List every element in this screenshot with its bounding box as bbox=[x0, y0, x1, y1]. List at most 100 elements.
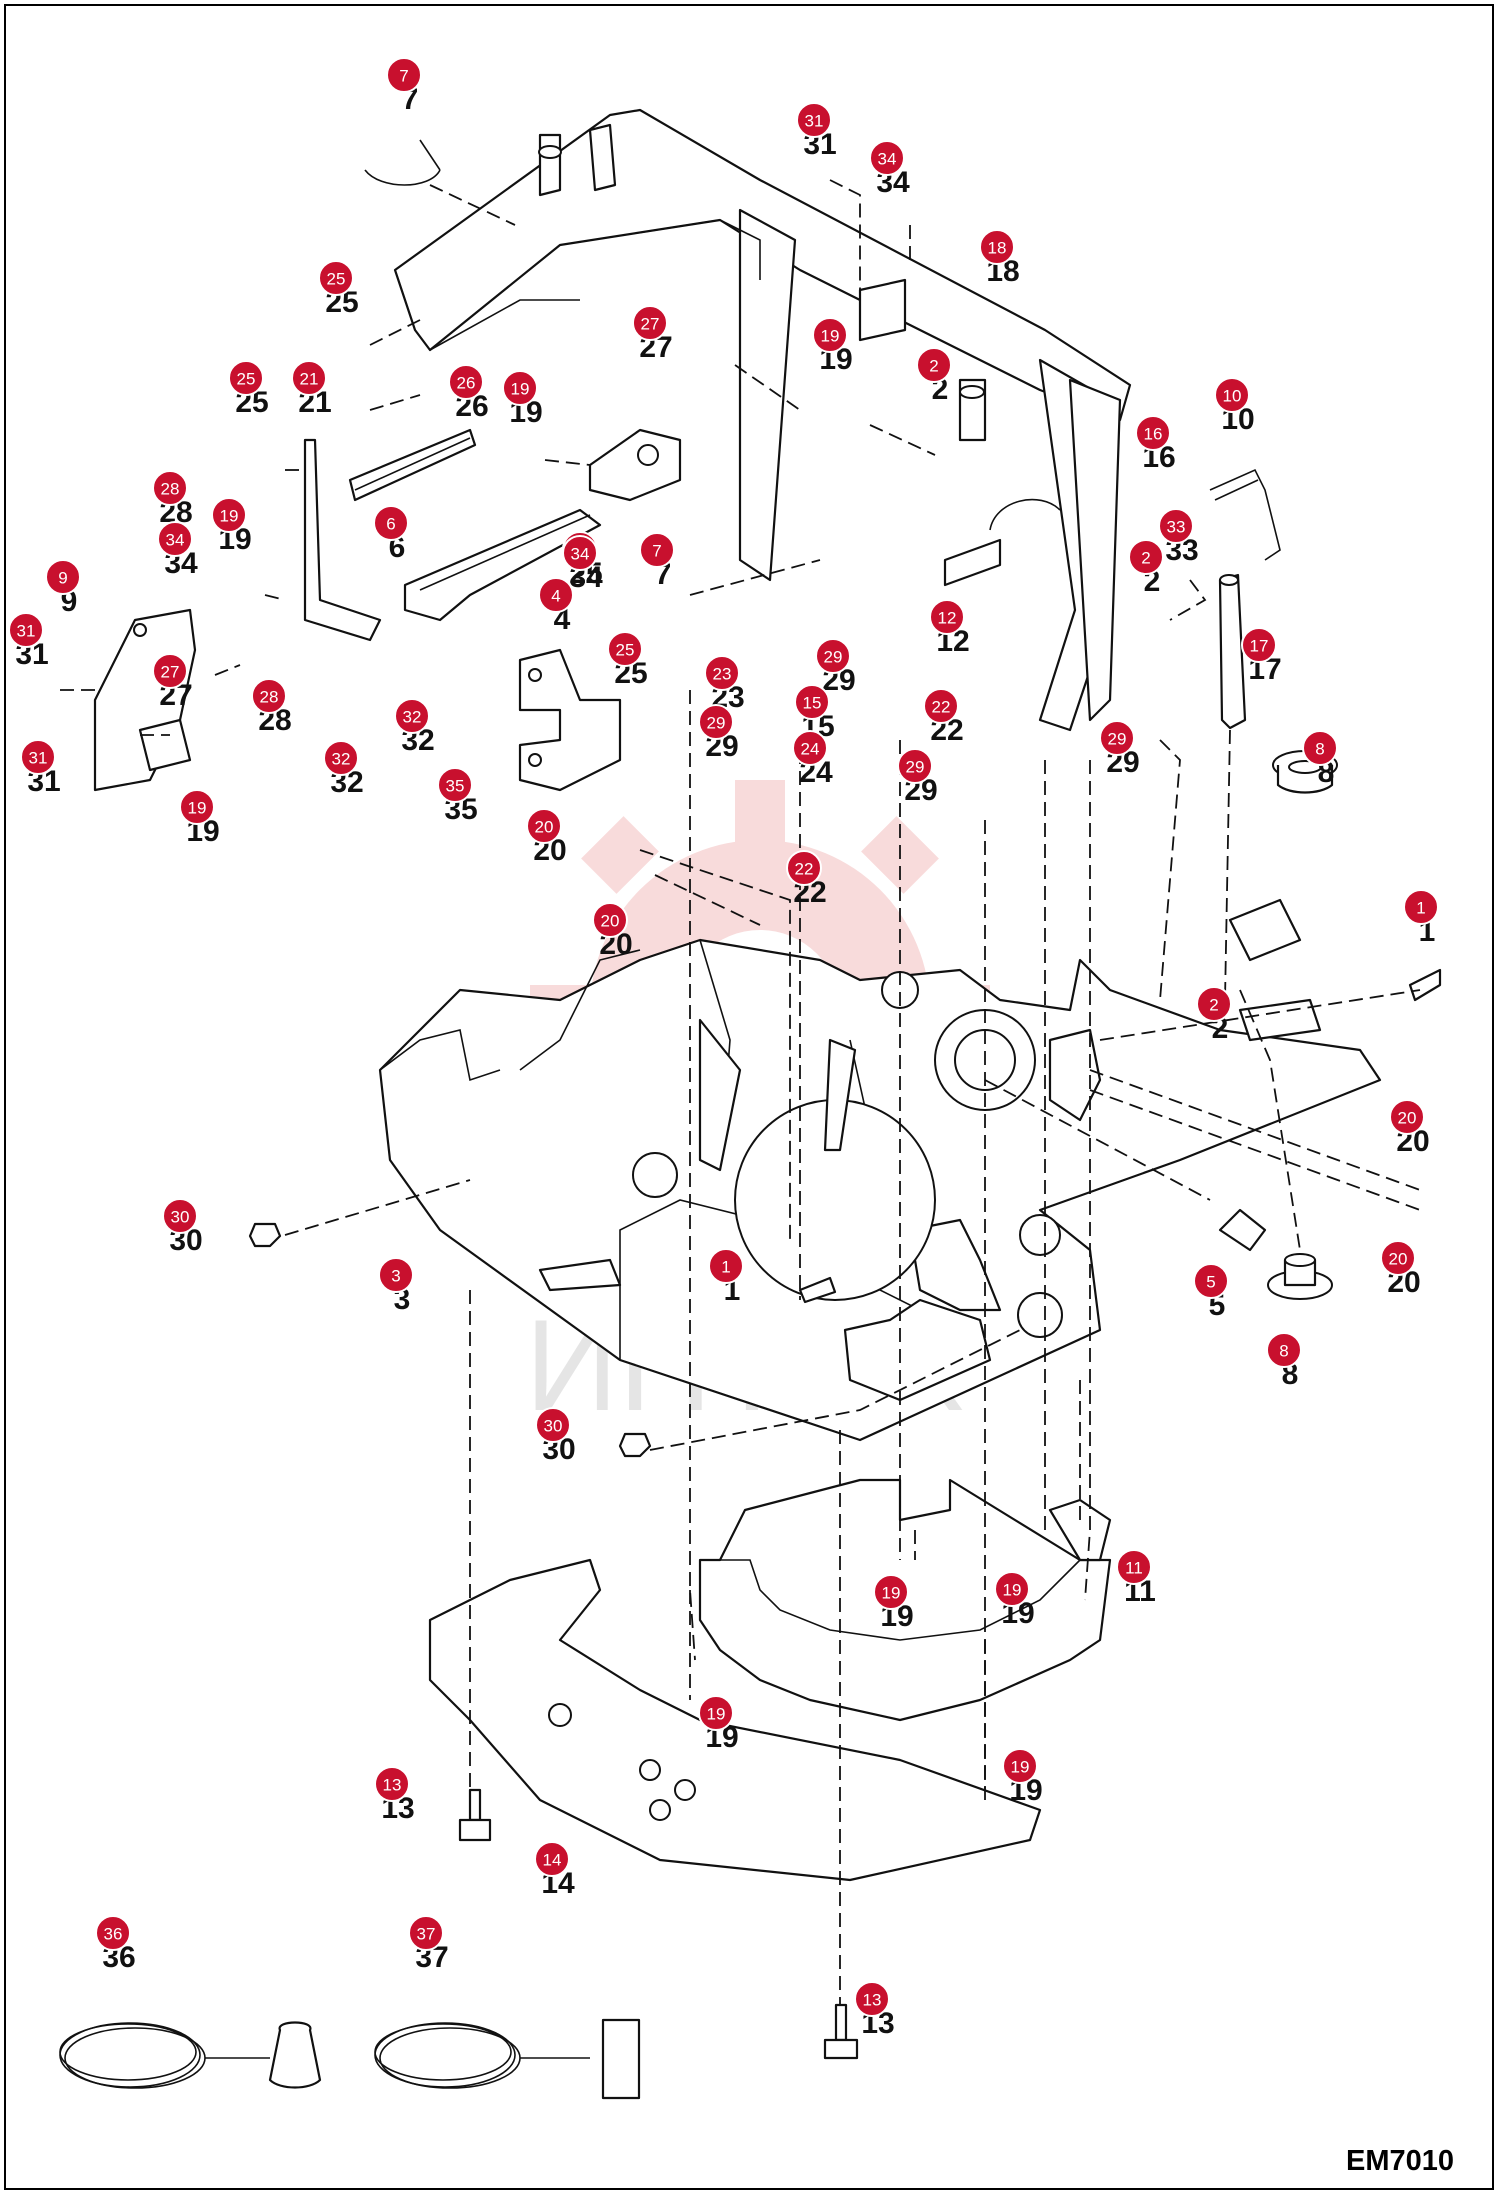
callout-marker-icon bbox=[1158, 508, 1194, 544]
callout-marker-number: 34 bbox=[878, 150, 897, 169]
callout-marker-icon bbox=[386, 57, 422, 93]
callout-marker-icon bbox=[794, 684, 830, 720]
callout-marker-icon bbox=[1196, 986, 1232, 1022]
callout-marker-icon bbox=[639, 532, 675, 568]
callout-marker-number: 19 bbox=[707, 1705, 726, 1724]
callout-marker-icon bbox=[897, 748, 933, 784]
callout-marker-icon bbox=[228, 360, 264, 396]
callout-marker-number: 25 bbox=[237, 370, 256, 389]
callout-marker-number: 29 bbox=[707, 714, 726, 733]
pin-17 bbox=[1218, 573, 1247, 730]
callout-marker-icon bbox=[632, 305, 668, 341]
callout-4: 44 bbox=[538, 577, 574, 636]
callout-marker-number: 5 bbox=[1206, 1273, 1215, 1292]
callout-marker-number: 13 bbox=[383, 1776, 402, 1795]
callout-marker-icon bbox=[607, 631, 643, 667]
callout-1: 11 bbox=[1403, 889, 1439, 948]
callout-marker-icon bbox=[562, 535, 598, 571]
callout-marker-number: 34 bbox=[571, 545, 590, 564]
callout-marker-number: 27 bbox=[161, 663, 180, 682]
callout-marker-icon bbox=[394, 698, 430, 734]
callout-marker-number: 21 bbox=[300, 370, 319, 389]
callout-marker-icon bbox=[698, 1695, 734, 1731]
callout-marker-icon bbox=[929, 599, 965, 635]
callout-marker-number: 27 bbox=[641, 315, 660, 334]
callout-marker-icon bbox=[152, 653, 188, 689]
callout-1: 11 bbox=[708, 1248, 744, 1307]
main-frame-3 bbox=[378, 898, 1382, 1442]
callout-marker-number: 30 bbox=[171, 1208, 190, 1227]
hanger-rod-10 bbox=[1209, 468, 1281, 561]
callout-marker-icon bbox=[1403, 889, 1439, 925]
callout-marker-icon bbox=[157, 521, 193, 557]
callout-marker-number: 20 bbox=[601, 912, 620, 931]
callout-marker-number: 20 bbox=[1389, 1250, 1408, 1269]
callout-marker-icon bbox=[1214, 377, 1250, 413]
callout-marker-number: 9 bbox=[58, 569, 67, 588]
callout-marker-icon bbox=[873, 1574, 909, 1610]
callout-marker-icon bbox=[8, 612, 44, 648]
callout-marker-icon bbox=[854, 1981, 890, 2017]
callout-marker-number: 31 bbox=[17, 622, 36, 641]
diagram-code: EM7010 bbox=[1345, 2145, 1454, 2177]
callout-marker-number: 20 bbox=[535, 818, 554, 837]
cross-beam-4 bbox=[403, 508, 602, 622]
callout-marker-number: 30 bbox=[544, 1417, 563, 1436]
callout-marker-icon bbox=[1241, 627, 1277, 663]
callout-marker-number: 17 bbox=[1250, 637, 1269, 656]
callout-marker-icon bbox=[538, 577, 574, 613]
callout-marker-icon bbox=[812, 317, 848, 353]
callout-marker-number: 11 bbox=[1125, 1559, 1143, 1578]
callout-marker-number: 29 bbox=[824, 648, 843, 667]
callout-3: 33 bbox=[378, 1257, 414, 1316]
callout-marker-icon bbox=[1099, 720, 1135, 756]
assembly-lines bbox=[60, 179, 1421, 2005]
callout-marker-icon bbox=[526, 808, 562, 844]
callout-marker-number: 13 bbox=[863, 1991, 882, 2010]
callout-layer: 7731313434181825252727191922252521212626… bbox=[8, 57, 1439, 2040]
callout-marker-number: 33 bbox=[1167, 518, 1186, 537]
callout-marker-icon bbox=[792, 730, 828, 766]
callout-marker-number: 1 bbox=[1416, 899, 1425, 918]
callout-marker-number: 2 bbox=[929, 357, 938, 376]
callout-8: 88 bbox=[1266, 1332, 1302, 1391]
callout-marker-number: 6 bbox=[386, 515, 395, 534]
callout-marker-icon bbox=[708, 1248, 744, 1284]
callout-marker-number: 19 bbox=[821, 327, 840, 346]
callout-marker-number: 20 bbox=[1398, 1109, 1417, 1128]
callout-marker-number: 19 bbox=[1003, 1581, 1022, 1600]
skid-plate-14 bbox=[428, 1558, 1042, 1882]
callout-marker-icon bbox=[1302, 730, 1338, 766]
callout-marker-icon bbox=[1116, 1549, 1152, 1585]
callout-marker-icon bbox=[20, 739, 56, 775]
bushing-8-bottom bbox=[1267, 1253, 1333, 1300]
callout-marker-icon bbox=[318, 260, 354, 296]
callout-marker-number: 1 bbox=[721, 1258, 730, 1277]
callout-marker-icon bbox=[162, 1198, 198, 1234]
edge-trim-36 bbox=[59, 2021, 322, 2089]
clip-7-right bbox=[989, 498, 1061, 531]
callout-marker-icon bbox=[323, 740, 359, 776]
